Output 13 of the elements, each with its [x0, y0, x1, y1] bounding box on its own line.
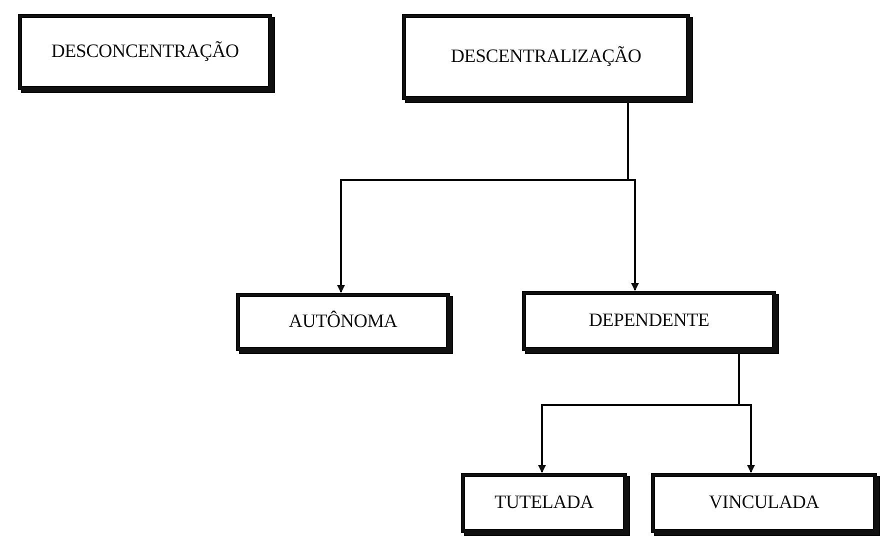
box-label: DESCENTRALIZAÇÃO	[450, 46, 642, 68]
box-label: TUTELADA	[494, 492, 594, 514]
connector-arrow	[738, 354, 755, 473]
box-label: DEPENDENTE	[588, 310, 710, 332]
box	[461, 473, 627, 533]
box	[402, 14, 690, 100]
box	[651, 473, 877, 533]
box-label: AUTÔNOMA	[288, 311, 398, 333]
box	[522, 291, 776, 351]
box	[236, 293, 450, 351]
box	[18, 14, 272, 90]
box-label: DESCONCENTRAÇÃO	[51, 41, 239, 63]
box-label: VINCULADA	[708, 492, 820, 514]
